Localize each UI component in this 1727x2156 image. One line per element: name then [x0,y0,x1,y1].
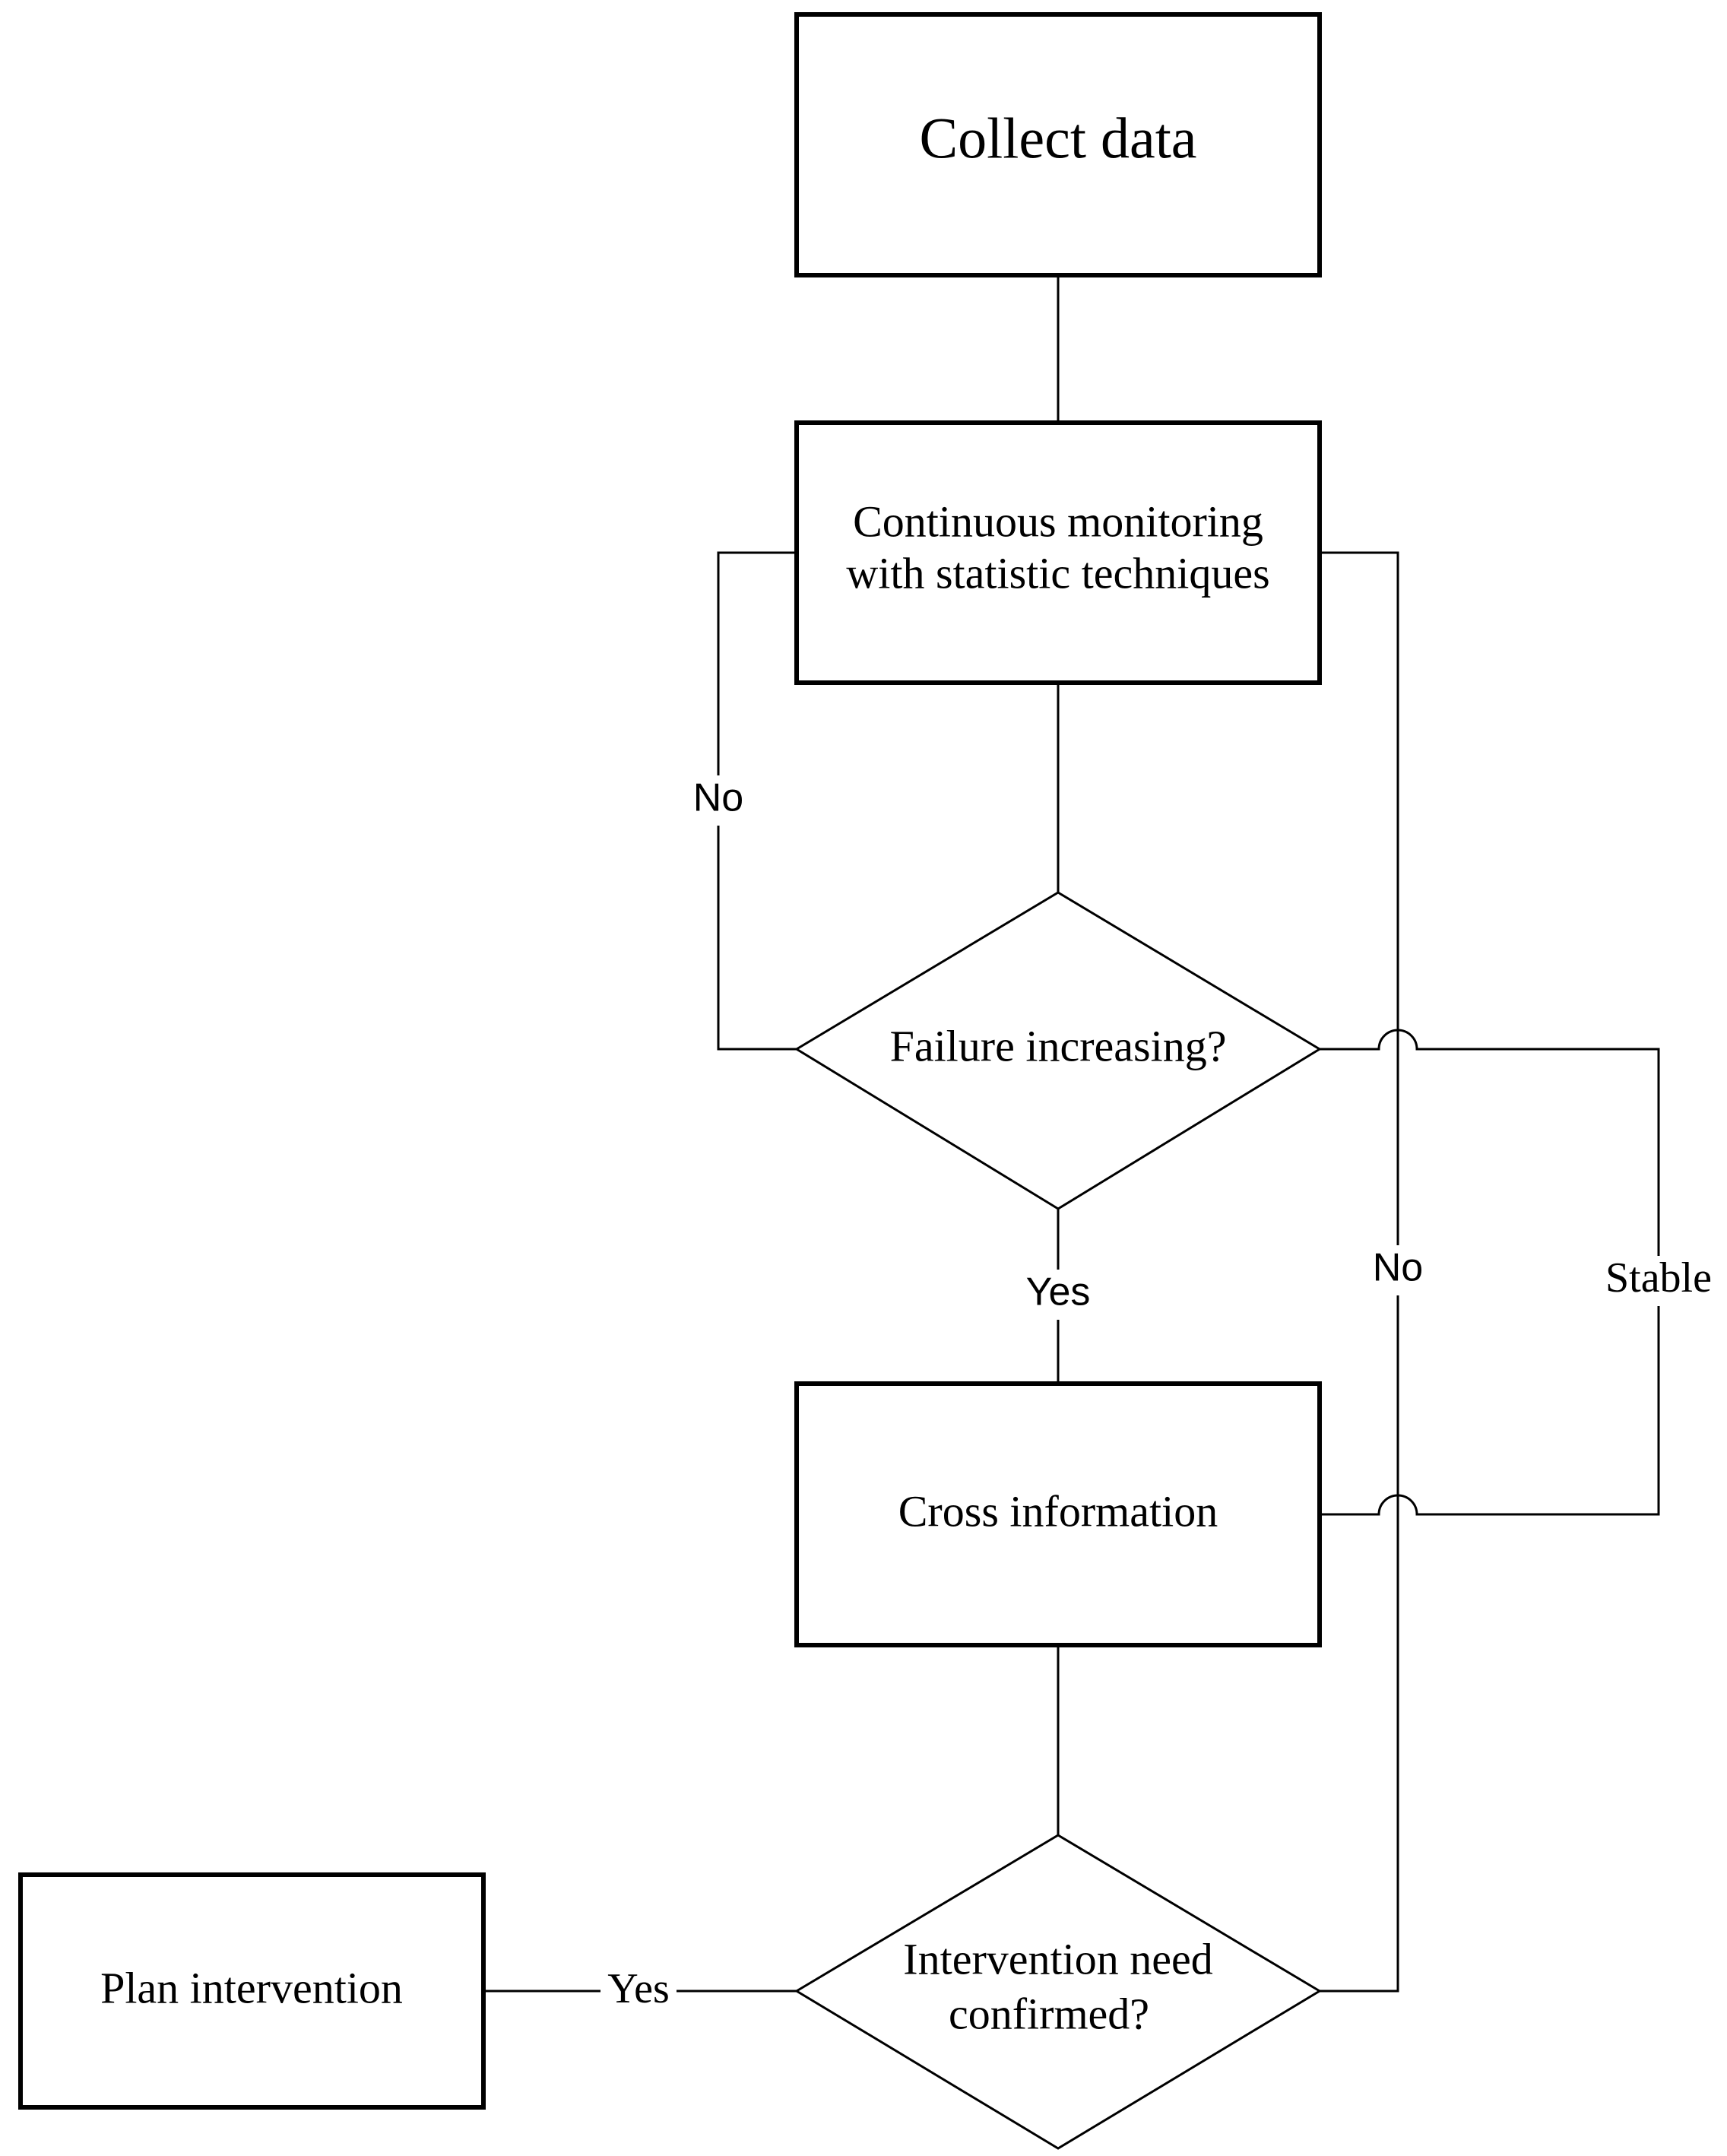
edge-label-failure-stable: Stable [1605,1254,1712,1302]
edge-labels: No Yes No Stable Yes [600,775,1721,2016]
decision-intervention-confirmed: Intervention need confirmed? [794,1834,1322,2150]
edge-label-failure-yes: Yes [1026,1270,1091,1314]
node-cross-information: Cross information [794,1381,1322,1647]
node-plan-intervention-label: Plan intervention [100,1963,403,2012]
decision-failure-increasing: Failure increasing? [794,891,1322,1210]
decision-intervention-confirmed-line1: Intervention need [903,1934,1212,1983]
node-continuous-monitoring: Continuous monitoring with statistic tec… [794,420,1322,685]
decision-intervention-confirmed-line2: confirmed? [949,1989,1149,2038]
edge-label-confirm-yes: Yes [607,1965,669,2012]
node-continuous-monitoring-line2: with statistic techniques [846,548,1269,598]
node-plan-intervention: Plan intervention [18,1872,486,2110]
edge-label-confirm-no: No [1373,1246,1423,1290]
edge-label-failure-no: No [693,776,743,820]
decision-failure-increasing-label: Failure increasing? [890,1021,1227,1070]
node-continuous-monitoring-line1: Continuous monitoring [853,496,1263,546]
node-collect-data: Collect data [794,12,1322,277]
node-collect-data-label: Collect data [919,106,1196,170]
node-cross-information-label: Cross information [898,1486,1218,1536]
